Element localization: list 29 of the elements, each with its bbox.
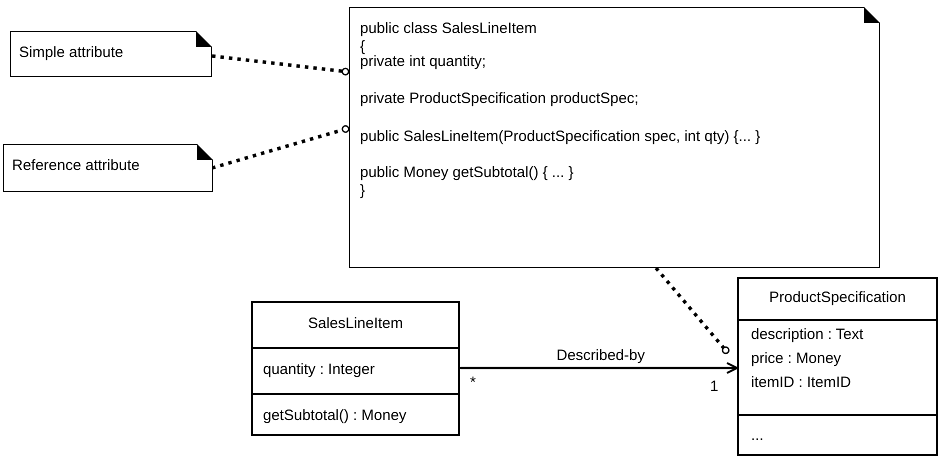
class-attribute: price : Money	[751, 350, 842, 368]
class-operation: ...	[751, 427, 764, 445]
note-box	[10, 31, 212, 77]
class-box	[251, 301, 460, 436]
class-member: getSubtotal() : Money	[263, 407, 406, 425]
class-name: ProductSpecification	[768, 289, 907, 307]
multiplicity-label: *	[470, 374, 476, 392]
code-line: private ProductSpecification productSpec;	[360, 90, 638, 108]
class-box	[737, 277, 938, 456]
code-line: public Money getSubtotal() { ... }	[360, 164, 574, 182]
code-line: {	[360, 38, 366, 55]
class-attribute: description : Text	[751, 326, 864, 344]
class-attribute: itemID : ItemID	[751, 374, 852, 392]
association-arrow	[460, 362, 738, 374]
class-name: SalesLineItem	[306, 315, 404, 333]
code-line: }	[360, 182, 366, 200]
code-line: private int quantity;	[360, 53, 486, 71]
code-line: public class SalesLineItem	[360, 20, 537, 38]
dotted-connector	[654, 266, 730, 354]
class-member: quantity : Integer	[263, 361, 375, 379]
edge-label: Described-by	[554, 347, 647, 365]
code-line: public SalesLineItem(ProductSpecification spec, int qty) {... }	[360, 128, 760, 146]
multiplicity-label: 1	[710, 378, 718, 396]
note-text: Reference attribute	[12, 157, 140, 175]
note-text: Simple attribute	[19, 44, 124, 62]
dotted-connector	[212, 54, 350, 76]
note-box	[3, 144, 213, 192]
dotted-connector	[212, 125, 350, 170]
note-box	[349, 7, 880, 268]
